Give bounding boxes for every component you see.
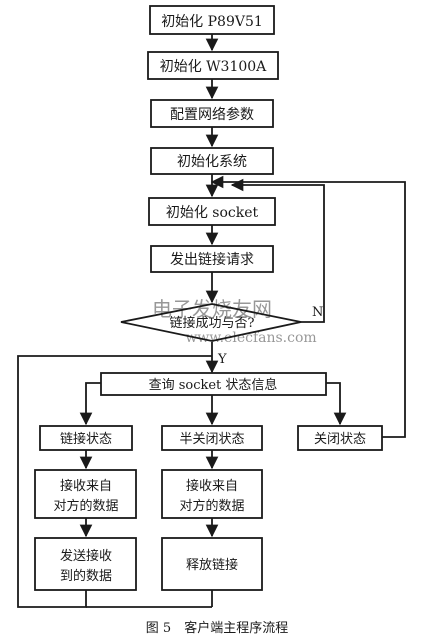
node-send-request: 发出链接请求	[150, 245, 274, 273]
node-half-closed-state: 半关闭状态	[161, 425, 263, 451]
node-recv-data-left-line2: 对方的数据	[53, 498, 118, 514]
edge-closed-loop	[210, 175, 406, 438]
node-half-closed-state-label: 半关闭状态	[179, 432, 244, 447]
node-recv-data-left-line1: 接收来自	[60, 478, 112, 494]
node-send-received-line1: 发送接收	[60, 548, 112, 564]
node-send-received-line2: 到的数据	[60, 568, 112, 584]
node-linked-state: 链接状态	[39, 425, 133, 451]
label-yes: Y	[217, 352, 227, 367]
node-init-w3100a-label: 初始化 W3100A	[160, 58, 267, 75]
edges	[17, 34, 406, 608]
node-recv-data-middle: 接收来自 对方的数据	[161, 469, 263, 519]
node-init-socket-label: 初始化 socket	[166, 204, 259, 221]
node-init-socket: 初始化 socket	[148, 197, 276, 226]
watermark-url: www.elecfans.com	[185, 330, 316, 346]
node-query-status: 查询 socket 状态信息	[100, 372, 327, 396]
node-release-link: 释放链接	[161, 537, 263, 591]
node-init-p89v51: 初始化 P89V51	[149, 5, 275, 35]
node-query-status-label: 查询 socket 状态信息	[149, 377, 278, 393]
node-closed-state: 关闭状态	[297, 425, 383, 451]
node-send-received: 发送接收 到的数据	[34, 537, 137, 591]
node-release-link-label: 释放链接	[186, 557, 238, 573]
edge-send-loop	[17, 355, 212, 608]
node-recv-data-left: 接收来自 对方的数据	[34, 469, 137, 519]
edge-query-to-closed	[326, 382, 347, 426]
node-recv-data-middle-line2: 对方的数据	[179, 498, 244, 514]
label-no: N	[312, 305, 323, 320]
node-closed-state-label: 关闭状态	[314, 432, 366, 447]
node-config-net-label: 配置网络参数	[170, 106, 254, 123]
node-decision: 链接成功与否?	[120, 303, 302, 342]
edge-query-to-linked	[79, 382, 101, 426]
node-linked-state-label: 链接状态	[60, 431, 112, 447]
edge-decision-no-loop	[230, 178, 325, 323]
figure-caption: 图 5 客户端主程序流程	[146, 620, 288, 636]
node-init-p89v51-label: 初始化 P89V51	[161, 13, 263, 30]
node-init-w3100a: 初始化 W3100A	[147, 51, 279, 80]
node-decision-label: 链接成功与否?	[170, 315, 255, 331]
node-config-net: 配置网络参数	[150, 99, 274, 128]
node-init-system-label: 初始化系统	[177, 153, 247, 170]
node-recv-data-middle-line1: 接收来自	[186, 478, 238, 494]
node-init-system: 初始化系统	[150, 147, 274, 175]
watermark-brand: 电子发烧友网	[152, 297, 272, 321]
node-send-request-label: 发出链接请求	[170, 251, 254, 268]
